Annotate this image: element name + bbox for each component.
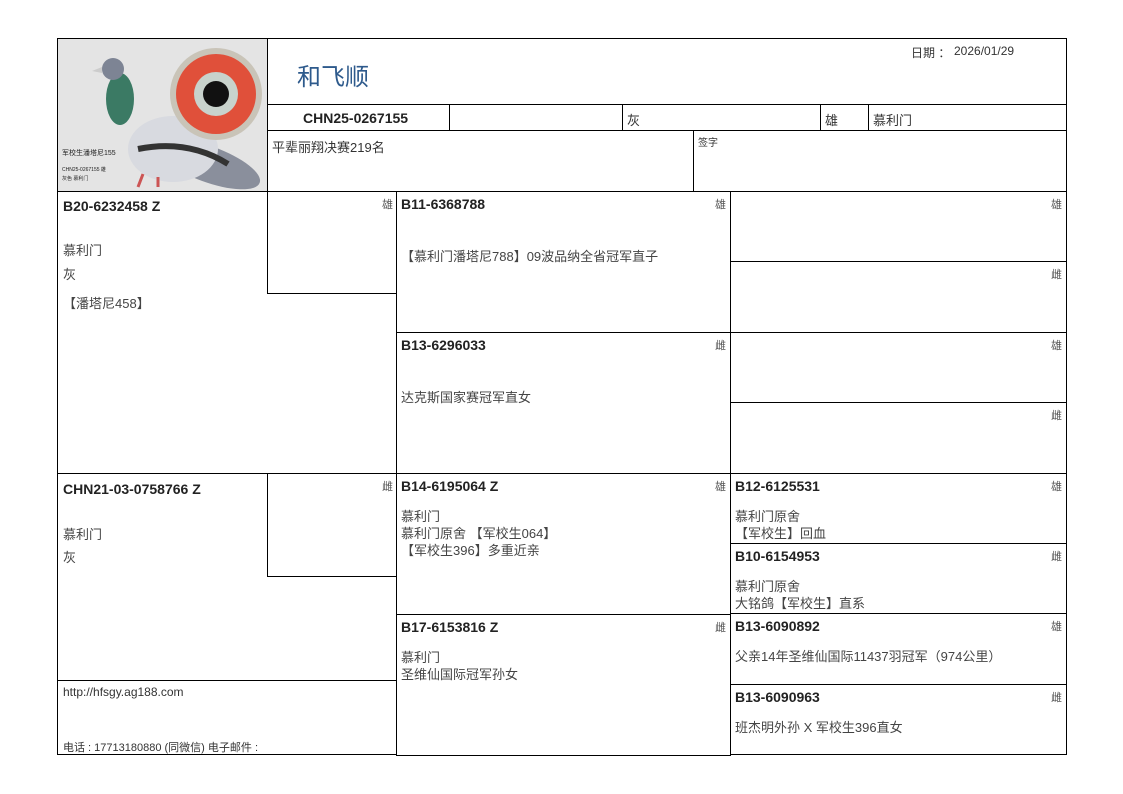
gen3-cell: 雄: [730, 331, 1067, 404]
blank-cell: [449, 104, 623, 131]
ring-cell: CHN25-0267155: [267, 104, 450, 131]
gen2-cell: B13-6296033 雌达克斯国家赛冠军直女: [396, 332, 731, 474]
svg-text:CHN25-0267155 雄: CHN25-0267155 雄: [62, 166, 106, 173]
info-line: 【慕利门潘塔尼788】09波品纳全省冠军直子: [401, 249, 659, 264]
sex-label: 雌: [1051, 691, 1062, 704]
pigeon-photo: 军校生潘塔尼155 CHN25-0267155 雄 灰色 慕利门: [57, 38, 268, 192]
gen3-cell: 雌: [730, 261, 1067, 333]
sex-label: 雄: [1051, 480, 1062, 493]
ring-number: B14-6195064 Z: [401, 478, 499, 494]
gen2-cell: B14-6195064 Z 雄慕利门慕利门原舍 【军校生064】【军校生396】…: [396, 473, 731, 615]
sex-label: 雌: [382, 481, 393, 493]
sex-label: 雌: [1051, 269, 1062, 282]
photo-caption-1: 军校生潘塔尼155: [62, 148, 116, 157]
sire-sub-box: 雄: [267, 192, 396, 294]
sex-label: 雌: [715, 622, 726, 634]
gen3-cell: 雌: [730, 402, 1067, 474]
gen2-cell: B11-6368788 雄【慕利门潘塔尼788】09波品纳全省冠军直子: [396, 191, 731, 333]
ring-number: B12-6125531: [735, 477, 820, 494]
sex-label: 雄: [1051, 199, 1062, 211]
dam-strain: 慕利门: [63, 527, 103, 542]
info-line: 慕利门: [401, 509, 441, 524]
date-value: 2026/01/29: [954, 44, 1015, 58]
info-line: 【军校生396】多重近亲: [401, 543, 540, 558]
dam-color: 灰: [63, 550, 77, 565]
date-label: 日期 ：: [911, 46, 951, 60]
sire-cell: B20-6232458 Z 慕利门 灰 【潘塔尼458】 雄: [57, 191, 397, 474]
strain-value: 慕利门: [873, 113, 913, 128]
ring-number: CHN25-0267155: [303, 110, 409, 126]
ring-number: B13-6090963: [735, 688, 820, 705]
ring-number: B13-6296033: [401, 337, 486, 353]
sex-label: 雌: [1051, 410, 1062, 423]
gen3-cell: B10-6154953 雌慕利门原舍大铭鸽【军校生】直系: [730, 543, 1067, 615]
info-line: 达克斯国家赛冠军直女: [401, 390, 532, 405]
sex-label: 雌: [715, 340, 726, 352]
info-line: 【军校生】回血: [735, 525, 827, 541]
pigeon-image: 军校生潘塔尼155 CHN25-0267155 雄 灰色 慕利门: [62, 48, 262, 190]
info-line: 慕利门原舍: [735, 508, 801, 524]
sex-label: 雌: [1051, 551, 1062, 563]
strain-cell: 慕利门: [868, 104, 1067, 131]
info-line: 慕利门原舍 【军校生064】: [401, 526, 557, 541]
sire-strain: 慕利门: [63, 243, 103, 258]
gen3-cell: B12-6125531 雄慕利门原舍【军校生】回血: [730, 472, 1067, 544]
info-line: 慕利门原舍: [735, 579, 801, 594]
dam-cell: CHN21-03-0758766 Z 慕利门 灰 雌: [57, 473, 397, 681]
gen3-cell: B13-6090892 雄父亲14年圣维仙国际11437羽冠军（974公里）: [730, 613, 1067, 685]
sex-label: 雄: [715, 481, 726, 493]
info-line: 父亲14年圣维仙国际11437羽冠军（974公里）: [735, 649, 1002, 665]
dam-ring: CHN21-03-0758766 Z: [63, 481, 201, 497]
ring-number: B10-6154953: [735, 548, 820, 564]
dam-sub-box: 雌: [267, 474, 396, 577]
info-line: 慕利门: [401, 650, 441, 665]
sex-label: 雄: [715, 199, 726, 211]
title-cell: 和飞顺 日期 ： 2026/01/29: [267, 38, 1067, 105]
gen3-cell: 雄: [730, 191, 1067, 263]
remark-text: 平辈丽翔决赛219名: [272, 140, 385, 155]
sex-label: 雄: [1051, 621, 1062, 634]
sire-ring: B20-6232458 Z: [63, 198, 161, 214]
sex-cell: 雄: [820, 104, 869, 131]
sire-color: 灰: [63, 267, 77, 282]
contact-info: 电话 : 17713180880 (同微信) 电子邮件 :: [63, 742, 259, 754]
signature-cell: 签字: [693, 130, 1067, 192]
sex-label: 雄: [1051, 339, 1062, 352]
gen3-cell: B13-6090963 雌班杰明外孙 X 军校生396直女: [730, 683, 1067, 756]
info-line: 圣维仙国际冠军孙女: [401, 667, 519, 682]
footer-cell: http://hfsgy.ag188.com 电话 : 17713180880 …: [57, 680, 397, 755]
pigeon-name: 和飞顺: [297, 64, 369, 91]
info-line: 大铭鸽【军校生】直系: [735, 596, 866, 611]
sire-note: 【潘塔尼458】: [63, 296, 150, 311]
ring-number: B17-6153816 Z: [401, 619, 499, 635]
sex-value: 雄: [825, 113, 839, 128]
color-cell: 灰: [622, 104, 821, 131]
signature-label: 签字: [698, 138, 718, 149]
gen2-cell: B17-6153816 Z 雌慕利门圣维仙国际冠军孙女: [396, 614, 731, 756]
ring-number: B13-6090892: [735, 618, 820, 635]
color-value: 灰: [627, 113, 641, 128]
remark-cell: 平辈丽翔决赛219名: [267, 130, 694, 192]
sex-label: 雄: [382, 199, 393, 211]
website-link[interactable]: http://hfsgy.ag188.com: [63, 685, 184, 699]
svg-text:灰色 慕利门: 灰色 慕利门: [62, 175, 88, 182]
ring-number: B11-6368788: [401, 196, 486, 212]
info-line: 班杰明外孙 X 军校生396直女: [735, 719, 903, 735]
